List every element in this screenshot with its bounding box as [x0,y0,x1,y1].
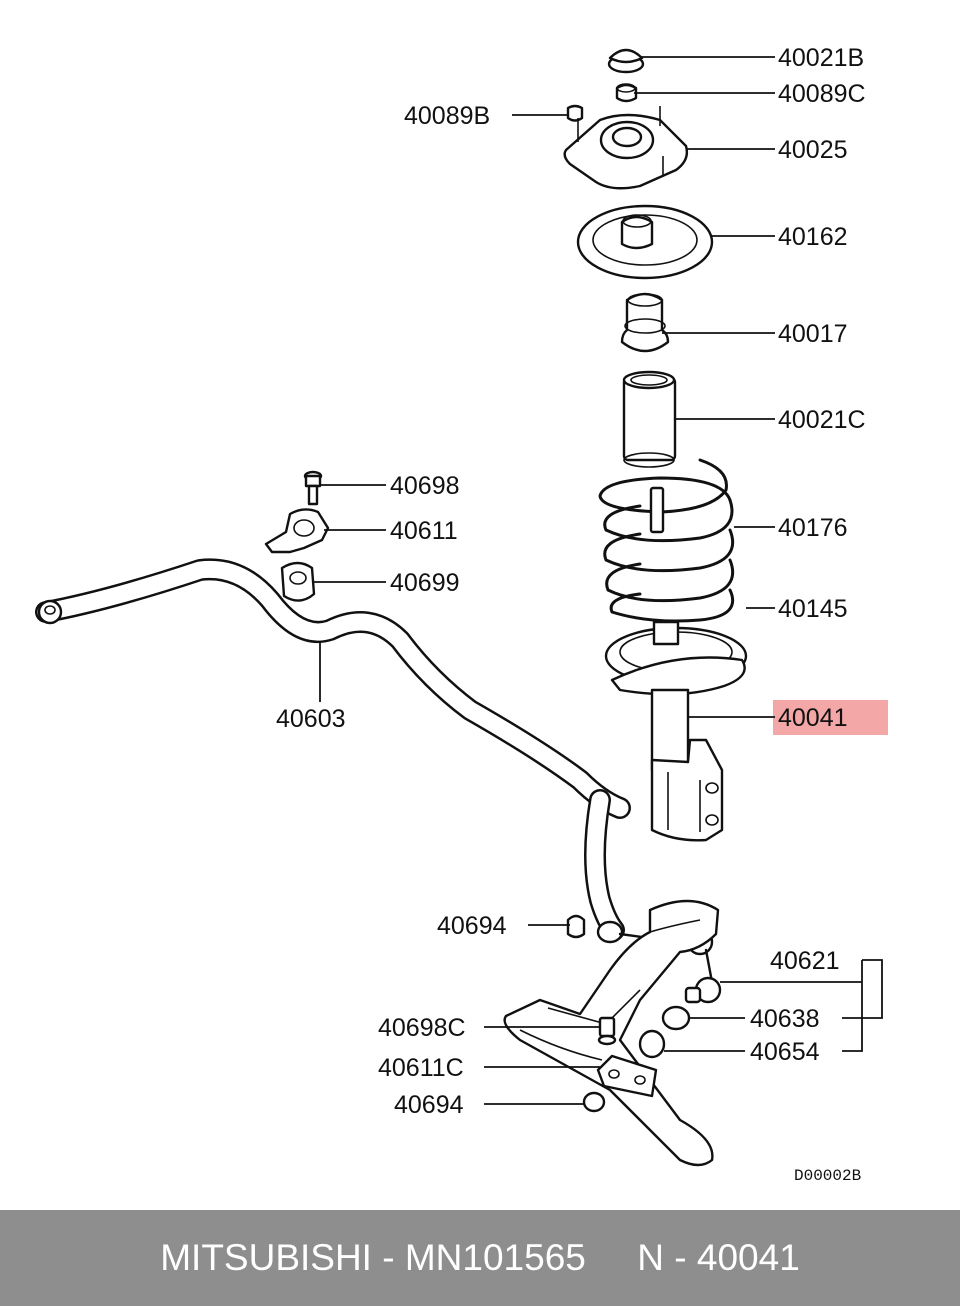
label-40089C: 40089C [778,80,866,108]
label-40621: 40621 [770,947,840,975]
spring-seat-icon [576,204,714,280]
diagram-code: D00002B [794,1167,861,1185]
label-40698C: 40698C [378,1014,466,1042]
footer-gap [586,1237,637,1279]
arm-bolt-icon [597,1016,617,1046]
label-40694-upper: 40694 [437,912,507,940]
label-40176: 40176 [778,514,848,542]
label-40025: 40025 [778,136,848,164]
arm-bracket-icon [596,1054,658,1098]
bushing-round-icon [638,1029,666,1059]
bump-stopper-icon [620,292,670,353]
bolt-icon [303,470,323,506]
arm-bushing-icon [582,1091,606,1113]
label-40694-lower: 40694 [394,1091,464,1119]
label-40603: 40603 [276,705,346,733]
strut-assembly-icon [610,656,746,842]
nut-icon [615,83,638,103]
small-nut-icon [566,104,584,122]
bushing-icon [280,561,316,602]
footer-bar: MITSUBISHI - MN101565 N - 40041 [0,1210,960,1306]
stabilizer-bar-icon [35,558,631,941]
label-40021B: 40021B [778,44,864,72]
label-40162: 40162 [778,223,848,251]
footer-sep: - [371,1237,405,1278]
label-40145: 40145 [778,595,848,623]
dust-boot-icon [622,370,677,468]
highlight-box [773,700,888,735]
washer-icon [661,1005,691,1031]
bump-cap-icon [607,48,645,74]
label-40089B: 40089B [404,102,490,130]
bushing-small-icon [566,914,586,939]
footer-ref: N - 40041 [637,1237,800,1278]
bracket-icon [264,508,330,554]
label-40654: 40654 [750,1038,820,1066]
label-40017: 40017 [778,320,848,348]
strut-mount-icon [563,106,689,190]
footer-part-number: MN101565 [404,1237,586,1278]
label-40638: 40638 [750,1005,820,1033]
label-40699: 40699 [390,569,460,597]
label-40698: 40698 [390,472,460,500]
bracket-40621-lower [842,960,863,1052]
parts-diagram: 40021B 40089C 40089B 40025 40162 40017 4… [35,44,888,1185]
footer-brand: MITSUBISHI [160,1237,372,1278]
label-40611: 40611 [390,517,458,545]
label-40611C: 40611C [378,1054,464,1082]
coil-spring-icon [598,458,735,623]
label-40021C: 40021C [778,406,866,434]
label-40041: 40041 [778,704,848,732]
